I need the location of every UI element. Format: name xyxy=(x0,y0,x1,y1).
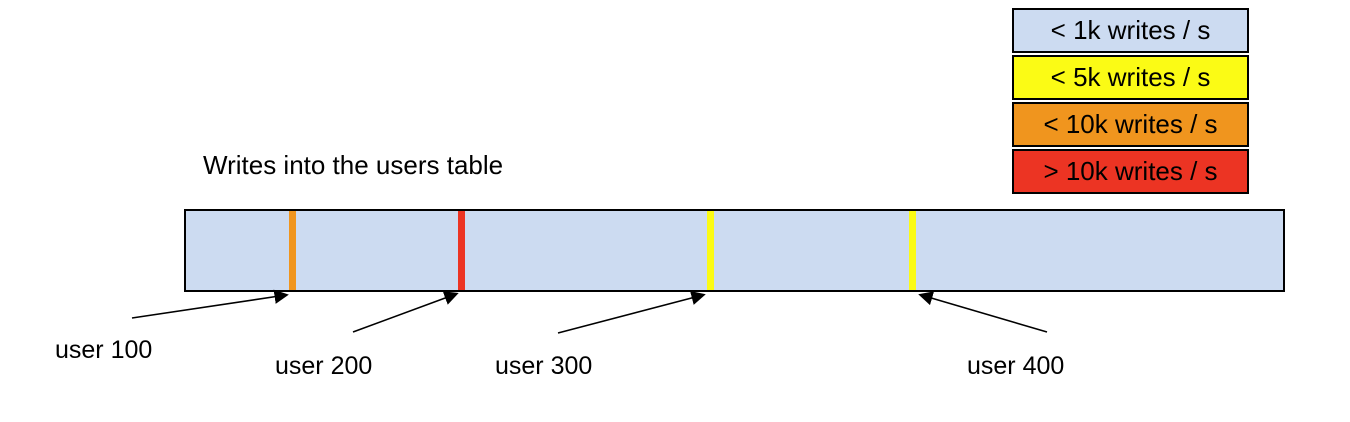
stripe-user-200 xyxy=(458,211,465,290)
legend-item-label: < 5k writes / s xyxy=(1050,62,1211,92)
label-user-100: user 100 xyxy=(55,336,153,364)
label-user-400: user 400 xyxy=(967,352,1065,380)
stripe-user-100 xyxy=(289,211,296,290)
users-table-bar xyxy=(184,209,1285,292)
label-user-200: user 200 xyxy=(275,352,373,380)
label-user-300: user 300 xyxy=(495,352,593,380)
arrow-user-100 xyxy=(131,289,289,319)
legend-item-lt-1k: < 1k writes / s xyxy=(1012,8,1249,53)
legend-item-gt-10k: > 10k writes / s xyxy=(1012,149,1249,194)
arrow-user-400 xyxy=(918,291,1048,333)
arrow-user-300 xyxy=(557,290,706,334)
legend-item-label: > 10k writes / s xyxy=(1043,156,1218,186)
legend-item-lt-5k: < 5k writes / s xyxy=(1012,55,1249,100)
arrow-user-200 xyxy=(352,291,459,333)
stripe-user-300 xyxy=(707,211,714,290)
legend-item-label: < 1k writes / s xyxy=(1050,15,1211,45)
legend-item-lt-10k: < 10k writes / s xyxy=(1012,102,1249,147)
legend-item-label: < 10k writes / s xyxy=(1043,109,1218,139)
diagram-title: Writes into the users table xyxy=(203,150,504,180)
stripe-user-400 xyxy=(909,211,916,290)
legend: < 1k writes / s < 5k writes / s < 10k wr… xyxy=(1012,8,1249,194)
